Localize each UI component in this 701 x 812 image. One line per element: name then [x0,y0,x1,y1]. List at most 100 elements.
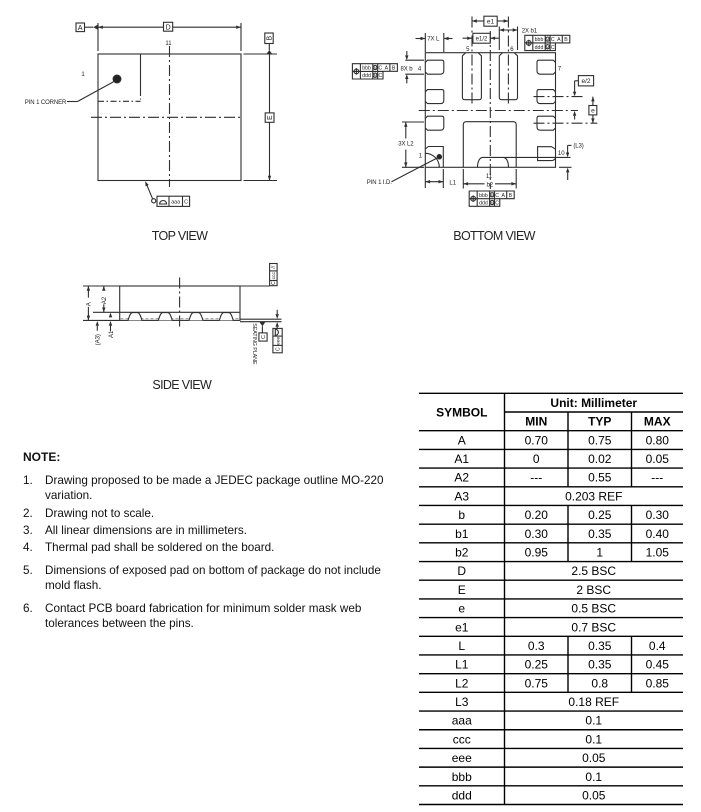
svg-text:0.05: 0.05 [646,452,670,466]
svg-text:C: C [495,201,499,207]
svg-text:4: 4 [418,66,422,72]
svg-text:b: b [458,508,465,522]
svg-text:C: C [551,37,555,43]
svg-text:0.35: 0.35 [588,639,612,653]
svg-text:ddd: ddd [535,45,544,51]
svg-text:E: E [458,583,466,597]
svg-text:L: L [458,639,465,653]
svg-text:e1: e1 [455,620,469,634]
svg-text:aaa: aaa [452,714,472,728]
svg-text:0.4: 0.4 [649,639,666,653]
svg-text:M: M [490,200,493,205]
svg-text:0: 0 [533,452,540,466]
svg-text:B: B [392,66,396,72]
svg-text:A3: A3 [454,489,469,503]
svg-text:11: 11 [486,174,493,180]
svg-text:0.1: 0.1 [585,770,602,784]
svg-text:0.45: 0.45 [646,658,670,672]
svg-text:b1: b1 [455,527,469,541]
svg-text:7X L: 7X L [427,37,440,43]
svg-text:2.5 BSC: 2.5 BSC [571,564,616,578]
svg-text:e/2: e/2 [581,78,590,85]
svg-text:0.35: 0.35 [588,658,612,672]
svg-text:bbb: bbb [362,66,371,72]
svg-text:0.8: 0.8 [591,676,608,690]
svg-text:2X b1: 2X b1 [522,29,538,35]
svg-text:eee: eee [276,336,281,344]
svg-text:A2: A2 [454,471,469,485]
svg-text:0.40: 0.40 [646,527,670,541]
svg-text:bbb: bbb [452,770,472,784]
svg-text:0.203 REF: 0.203 REF [565,489,622,503]
svg-text:0.55: 0.55 [588,471,612,485]
svg-text:e: e [591,108,595,115]
svg-text:C: C [378,73,382,79]
svg-text:e: e [458,602,465,616]
svg-text:C: C [495,193,499,199]
svg-text:PIN 1 I.D.: PIN 1 I.D. [367,180,392,186]
svg-text:ccc: ccc [272,271,277,279]
svg-text:C: C [184,200,188,206]
svg-text:M: M [546,37,549,42]
svg-text:e1: e1 [487,19,495,26]
svg-text:A2: A2 [102,296,108,304]
svg-text:0.35: 0.35 [588,527,612,541]
svg-text:0.75: 0.75 [525,676,549,690]
svg-text:b2: b2 [455,545,469,559]
svg-text:ddd: ddd [452,788,472,802]
svg-text:6: 6 [510,47,514,53]
svg-text:ddd: ddd [362,73,371,79]
svg-text:1: 1 [596,545,603,559]
svg-text:L3: L3 [455,695,469,709]
svg-text:M: M [546,44,549,49]
svg-text:---: --- [530,471,542,485]
svg-text:A: A [458,433,466,447]
svg-text:E: E [267,115,274,120]
svg-text:A: A [78,25,83,32]
svg-text:0.3: 0.3 [528,639,545,653]
svg-text:MIN: MIN [525,415,547,429]
svg-text:1: 1 [81,72,85,78]
svg-text:C: C [275,347,281,351]
svg-text:0.02: 0.02 [588,452,612,466]
svg-text:PIN 1 CORNER: PIN 1 CORNER [25,100,67,106]
svg-text:SYMBOL: SYMBOL [436,405,487,419]
svg-text:aaa: aaa [171,200,180,206]
svg-text:(A3): (A3) [96,334,102,345]
svg-text:C: C [271,281,277,285]
svg-text:M: M [374,65,377,70]
svg-text:eee: eee [452,751,472,765]
svg-text:2 BSC: 2 BSC [576,583,611,597]
svg-text:7: 7 [558,67,562,73]
svg-text:0.05: 0.05 [582,788,606,802]
svg-text:---: --- [651,471,663,485]
svg-text:0.70: 0.70 [525,433,549,447]
svg-text:A1: A1 [109,330,115,338]
svg-text:0.18 REF: 0.18 REF [568,695,619,709]
svg-text:0.30: 0.30 [646,508,670,522]
svg-text:0.5 BSC: 0.5 BSC [571,602,616,616]
svg-text:M: M [490,192,493,197]
svg-text://: // [271,265,277,268]
svg-text:M: M [374,73,377,78]
svg-text:0.1: 0.1 [585,732,602,746]
svg-text:0.20: 0.20 [525,508,549,522]
svg-text:L1: L1 [455,658,469,672]
svg-text:0.95: 0.95 [525,545,549,559]
svg-text:B: B [509,193,513,199]
svg-text:1.05: 1.05 [646,545,670,559]
svg-text:ccc: ccc [453,732,471,746]
svg-text:A: A [385,66,389,72]
svg-text:b2: b2 [486,182,493,188]
svg-text:A: A [557,37,561,43]
svg-text:C: C [378,66,382,72]
svg-text:0.05: 0.05 [582,751,606,765]
svg-text:C: C [551,45,555,51]
svg-text:e1/2: e1/2 [476,36,488,42]
svg-text:0.85: 0.85 [646,676,670,690]
svg-text:0.80: 0.80 [646,433,670,447]
svg-text:0.25: 0.25 [588,508,612,522]
svg-text:10: 10 [558,151,565,157]
svg-text:A: A [87,302,93,306]
svg-text:0.7 BSC: 0.7 BSC [571,620,616,634]
